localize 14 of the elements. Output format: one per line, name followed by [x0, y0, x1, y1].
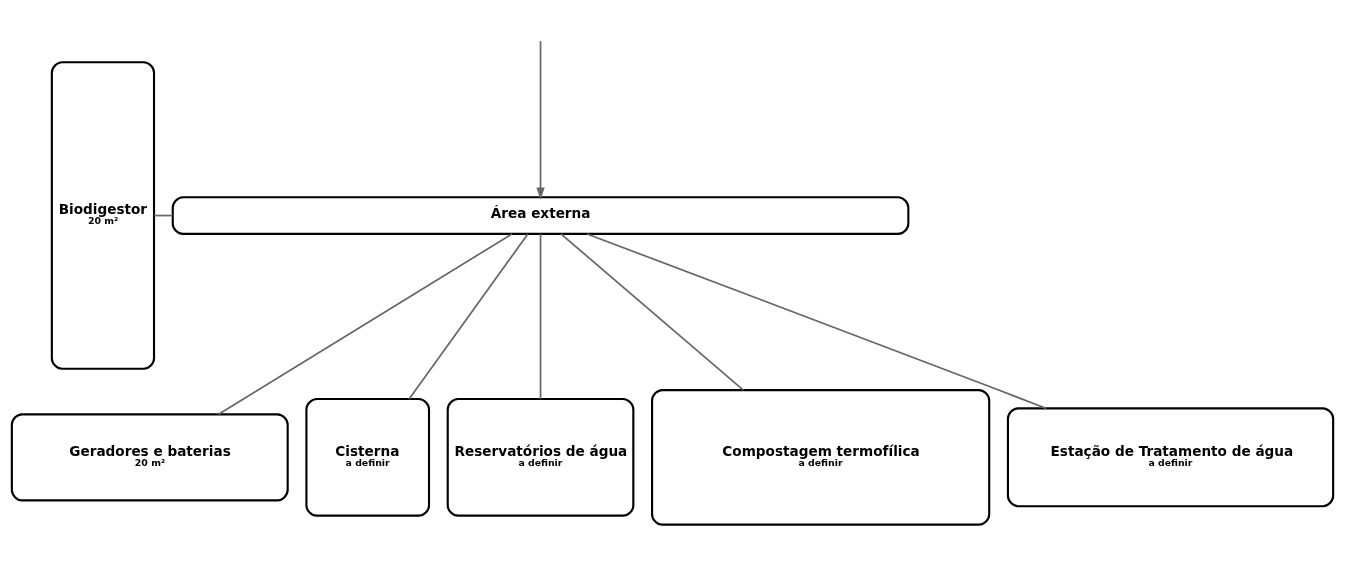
- connector: [586, 233, 1047, 410]
- node-box: Reservatórios de água a definir: [446, 397, 635, 517]
- node-box: Estação de Tratamento de água a definir: [1006, 407, 1335, 508]
- node-box: Área externa: [171, 196, 910, 235]
- node-box: Compostagem termofílica a definir: [651, 389, 991, 526]
- connector: [539, 233, 542, 400]
- arrow: [536, 40, 545, 200]
- node-box: Biodigestor 20 m²: [50, 61, 156, 370]
- node-box: Cisterna a definir: [305, 397, 431, 517]
- connector: [408, 233, 529, 400]
- connector: [153, 214, 174, 217]
- connector: [217, 233, 513, 415]
- node-box: Geradores e baterias 20 m²: [10, 413, 289, 502]
- connector: [560, 233, 744, 391]
